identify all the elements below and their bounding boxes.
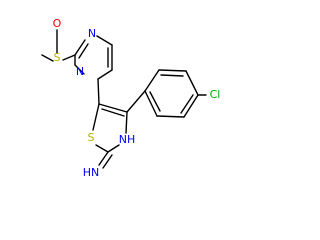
bond-c5t-c4t-b [101, 108, 125, 117]
bond-ph-2-inner [160, 74, 184, 77]
bond-ph-4 [183, 94, 199, 118]
bond-c2-n3-a [74, 39, 86, 56]
bond-ph-6 [144, 90, 158, 117]
bond-ph-5 [156, 115, 185, 118]
bond-thiazole-phenyl [126, 90, 146, 113]
atom-s-thiazole: S [88, 131, 95, 144]
bond-ph-4-inner [180, 94, 194, 114]
atom-n-top: N [88, 27, 96, 40]
bond-c2t-hn-a [98, 151, 109, 166]
bond-c2t-hn-b [102, 154, 113, 169]
bond-nh-c4t [125, 111, 128, 134]
bond-ph-1 [144, 69, 160, 92]
atom-o: O [53, 17, 62, 30]
bond-ph-2 [158, 69, 187, 72]
bond-c5t-c4t-a [98, 103, 128, 113]
atom-hn-amine: HN [83, 166, 100, 179]
molecule-diagram: O S N N S NH HN Cl [41, 17, 221, 179]
bond-ph-6-inner [149, 91, 161, 112]
bond-c5-c6 [97, 69, 113, 80]
bond-c2t-nh [107, 144, 120, 153]
bond-ph-3 [185, 70, 199, 96]
bond-c5t-s [92, 103, 100, 131]
atom-cl: Cl [210, 88, 221, 101]
atom-nh: NH [119, 133, 136, 146]
bond-c2-n3-b [78, 43, 89, 59]
atom-n-left: N [76, 65, 84, 78]
bond-s-c2 [62, 54, 76, 61]
bond-c6-n1 [74, 64, 85, 75]
bond-s-c2t [95, 144, 109, 153]
bond-pyrimidine-thiazole [97, 78, 100, 105]
bond-n3-c4 [96, 35, 113, 46]
bond-methyl-s [41, 54, 54, 62]
atom-s-sulfinyl: S [54, 51, 61, 64]
